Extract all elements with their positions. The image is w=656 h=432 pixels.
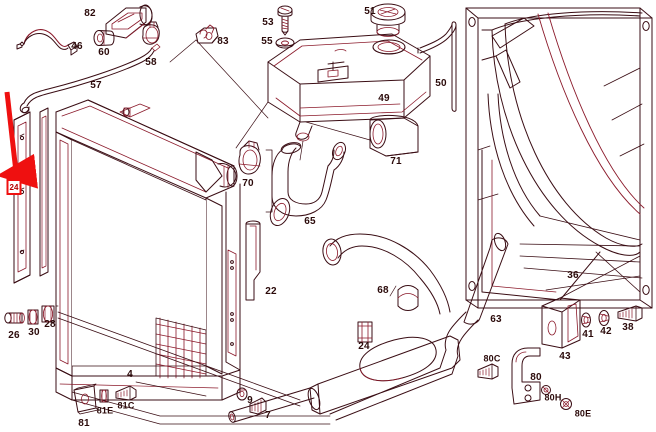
- part-49-expansion-tank: [235, 33, 431, 161]
- callout-radiator-core: 4: [127, 369, 133, 380]
- part-26-mounting-bolt: [4, 312, 25, 324]
- part-81E-lock-washer: [99, 389, 109, 403]
- part-detail-top-fitting: [122, 107, 131, 117]
- callout-retainer-clip: 24: [358, 341, 370, 352]
- callout-screw: 53: [262, 17, 274, 28]
- part-22-side-trim-rail: [245, 220, 261, 301]
- callout-washer-41: 41: [582, 329, 594, 340]
- callout-retaining-clip: 82: [84, 8, 96, 19]
- callout-bracket-clip: 83: [217, 36, 229, 47]
- part-83-bracket-clip: [195, 24, 219, 44]
- callout-coolant-pipe: 50: [435, 78, 447, 89]
- callout-expansion-tank: 49: [378, 93, 390, 104]
- part-81-mounting-bracket: [73, 383, 99, 415]
- callout-drain-plug: 7: [265, 410, 271, 421]
- part-63-coolant-tube-assembly: [228, 232, 509, 423]
- callout-bracket-bolt: 80C: [483, 353, 501, 364]
- red-callout-arrow: [0, 91, 38, 189]
- part-68-lower-radiator-hose: [322, 233, 451, 315]
- callout-mounting-bolt: 26: [8, 330, 20, 341]
- callout-grommet: 60: [98, 47, 110, 58]
- part-70-hose-clamp-upper: [238, 140, 273, 213]
- callout-hex-bolt: 81C: [117, 400, 135, 411]
- callout-hose-clamp-upper: 70: [242, 178, 254, 189]
- callout-lower-radiator-hose: 68: [377, 285, 389, 296]
- callout-drain-plug-seal: 9: [247, 395, 253, 406]
- part-81C-hex-bolt: [115, 385, 137, 401]
- part-51-expansion-tank-cap: [370, 3, 406, 37]
- callout-overflow-hose: 57: [90, 80, 102, 91]
- part-80H-lock-washer-small: [541, 385, 551, 395]
- callout-support-bracket: 80: [530, 372, 542, 383]
- callout-hose-clamp: 58: [145, 57, 157, 68]
- part-60-grommet: [93, 30, 115, 46]
- part-46-hose-strap: [16, 29, 78, 56]
- callout-hose-strap: 46: [71, 41, 83, 52]
- callout-fan-shroud: 36: [567, 270, 579, 281]
- part-30-spacer-bushing: [27, 309, 39, 325]
- part-24-retainer-clip: [357, 321, 373, 343]
- part-50-coolant-pipe: [417, 21, 457, 112]
- part-28-rubber-mount: [41, 305, 55, 323]
- callout-lock-washer-small: 80H: [544, 392, 562, 403]
- callout-spring-washer: 80E: [574, 408, 592, 419]
- callout-washer-42: 42: [600, 326, 612, 337]
- part-80-support-bracket: [511, 347, 541, 405]
- callout-shroud-bolt: 38: [622, 322, 634, 333]
- callout-upper-radiator-hose: 65: [304, 216, 316, 227]
- callout-side-trim-rail: 22: [265, 286, 277, 297]
- callout-rubber-buffer: 43: [559, 351, 571, 362]
- callout-rubber-mount: 28: [44, 319, 56, 330]
- part-4-radiator-core: [55, 99, 241, 401]
- callout-expansion-tank-cap: 51: [364, 6, 376, 17]
- part-7-drain-plug: [249, 397, 267, 415]
- callout-lock-washer: 81E: [96, 405, 114, 416]
- part-24-left-side-member: [13, 111, 31, 284]
- callout-spacer-bushing: 30: [28, 327, 40, 338]
- part-80C-bracket-bolt: [477, 363, 499, 380]
- part-4b-lower-rails: [71, 391, 331, 425]
- callout-hose-sleeve: 71: [390, 156, 402, 167]
- part-41-washer: [581, 312, 591, 328]
- part-36-fan-shroud: [465, 7, 653, 309]
- part-82-retaining-clip: [105, 4, 153, 39]
- highlighted-part-label: 24: [9, 182, 19, 192]
- callout-washer: 55: [261, 36, 273, 47]
- part-43-rubber-buffer: [541, 297, 581, 349]
- part-65-upper-radiator-hose: [269, 141, 347, 227]
- part-53-screw: [277, 5, 293, 36]
- part-71-hose-sleeve: [305, 114, 419, 157]
- part-58-hose-clamp: [142, 21, 160, 45]
- part-42-washer: [598, 310, 610, 326]
- part-24b-support-strip: [39, 107, 49, 277]
- callout-mounting-bracket: 81: [78, 418, 90, 429]
- highlighted-part-callout: 24: [6, 179, 22, 195]
- part-80E-spring-washer: [560, 398, 572, 410]
- part-57-overflow-hose: [19, 43, 161, 114]
- callout-coolant-tube-assembly: 63: [490, 314, 502, 325]
- part-9-drain-plug-seal: [236, 387, 248, 401]
- part-38-shroud-bolt: [617, 305, 643, 322]
